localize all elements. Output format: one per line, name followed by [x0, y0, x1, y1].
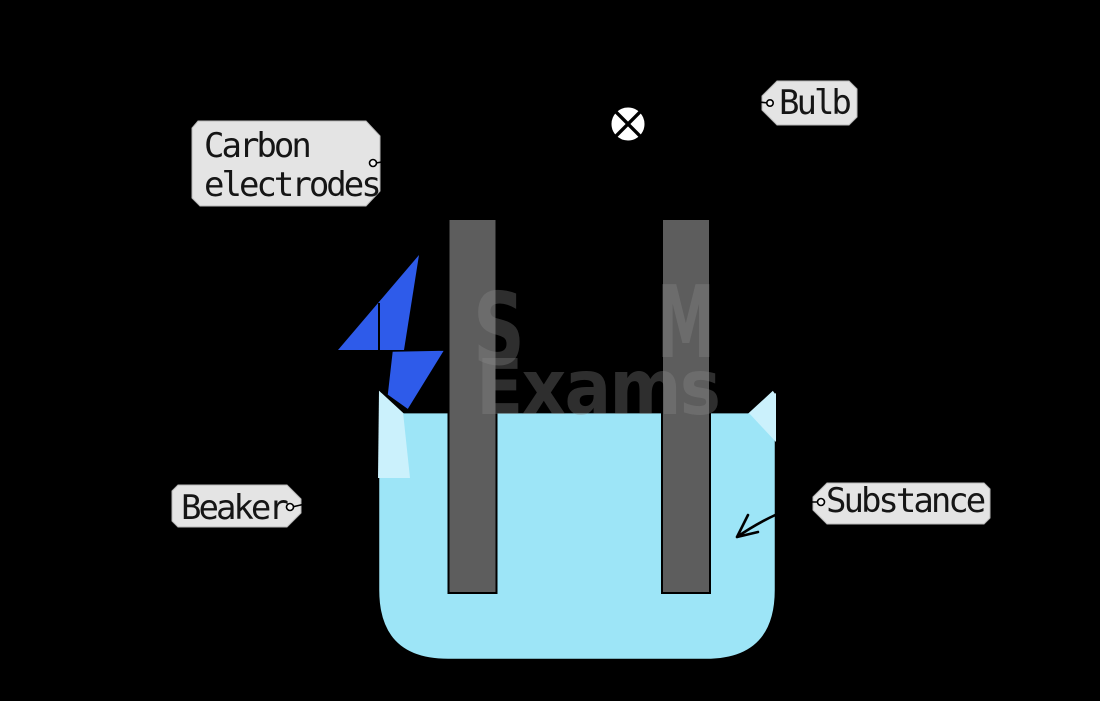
beaker-tag-hole [285, 502, 295, 512]
bulb-tag-shape [761, 80, 858, 126]
watermark-letter-s: S [473, 271, 525, 388]
lightning-bolt-icon [338, 255, 446, 411]
beaker-lip-left [378, 390, 410, 478]
carbon-electrode-left [447, 218, 498, 594]
carbon-electrodes-label-line2: electrodes [204, 165, 379, 205]
bulb-label: Bulb [779, 83, 850, 123]
carbon-electrodes-label-line1: Carbon [204, 126, 309, 166]
carbon-electrodes-tag-string [375, 160, 388, 164]
carbon-electrodes-tag-shape [191, 120, 381, 207]
liquid-surface-line [378, 387, 777, 414]
bulb-tag-hole [765, 99, 774, 108]
bolt-upper-triangle [338, 255, 419, 350]
watermark-letter-m: M [657, 265, 715, 381]
substance-label: Substance [826, 481, 985, 521]
beaker-tag: Beaker [171, 484, 306, 528]
substance-arrow [735, 500, 815, 539]
substance-tag-hole [816, 497, 826, 507]
carbon-electrodes-tag-hole [368, 158, 378, 168]
beaker-tag-shape [171, 484, 302, 528]
bolt-lower-shape [386, 349, 446, 411]
bulb-icon [609, 105, 647, 143]
bulb-cross-line-2 [613, 109, 643, 139]
carbon-electrodes-tag: Carbon electrodes [191, 120, 388, 207]
substance-tag: Substance [809, 481, 991, 525]
beaker-lip-right [748, 390, 776, 442]
watermark-word-exams: Exams [476, 344, 719, 433]
beaker-label: Beaker [181, 488, 288, 528]
watermark: S M Exams [473, 265, 721, 433]
bulb-tag: Bulb [758, 80, 858, 126]
carbon-electrode-right [661, 218, 711, 594]
